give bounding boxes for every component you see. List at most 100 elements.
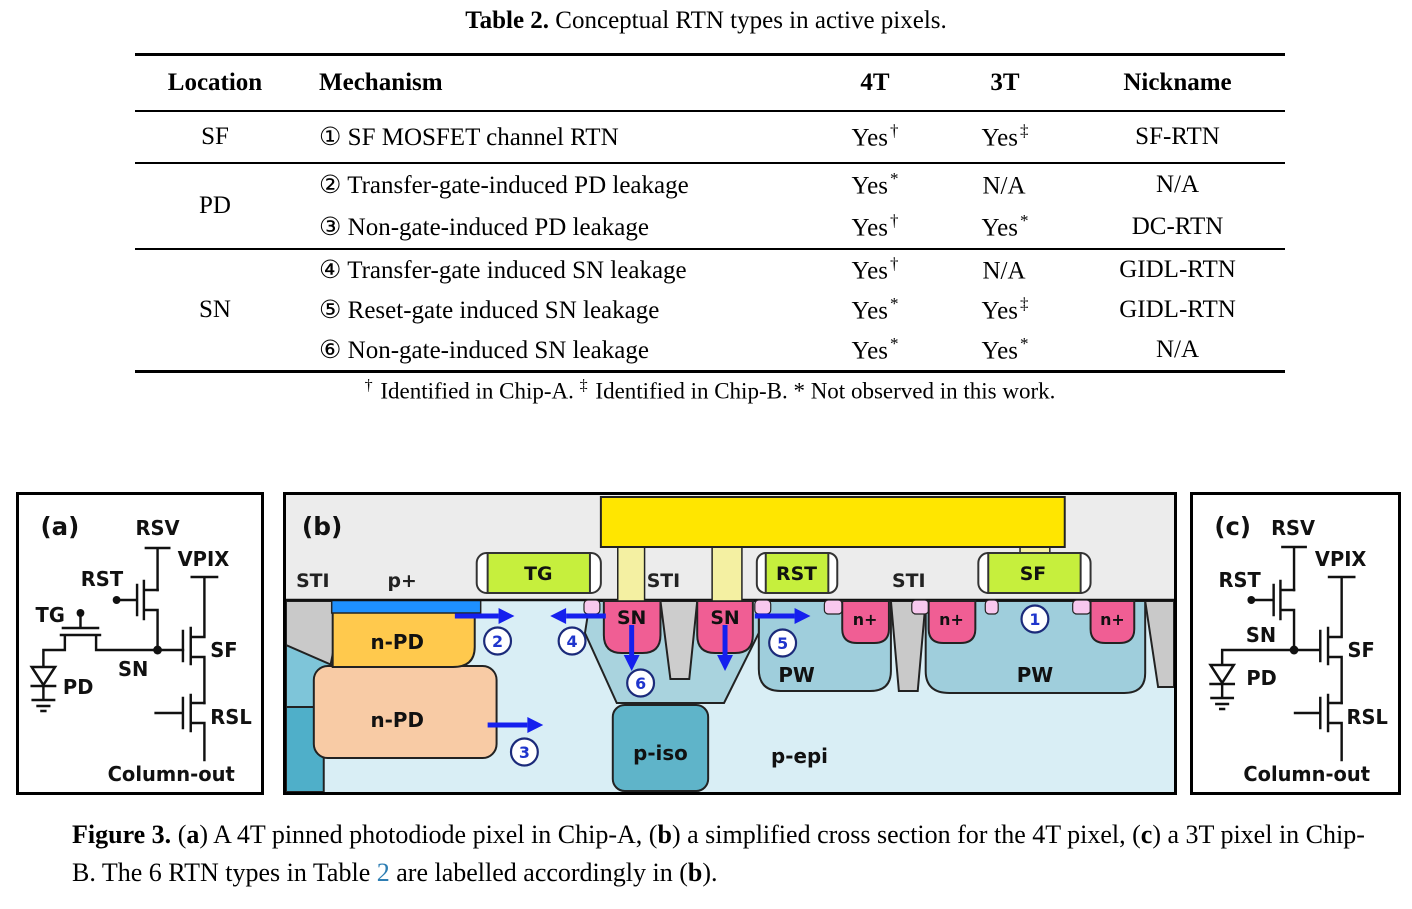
metal-wire: [599, 496, 1066, 548]
nickname-cell: GIDL-RTN: [1119, 296, 1236, 323]
nickname-cell: N/A: [1155, 171, 1200, 198]
panel-c-tag: (c): [1214, 512, 1251, 541]
rtn-badge-1: 1: [1029, 610, 1040, 629]
contact-via-sn2: [711, 546, 743, 602]
header-4t: 4T: [810, 54, 940, 112]
rst-node-dot: [112, 596, 121, 604]
pw-label-right: PW: [1017, 664, 1053, 687]
mechanism-cell: ④ Transfer-gate induced SN leakage: [319, 257, 687, 284]
header-3t: 3T: [940, 54, 1070, 112]
table-title-label: Table 2.: [465, 7, 550, 34]
sti-label-right: STI: [892, 570, 925, 592]
sti-label-left: STI: [296, 570, 329, 592]
group-pd: PD ② Transfer-gate-induced PD leakage Ye…: [135, 163, 1285, 249]
rtn-badge-6: 6: [635, 674, 646, 693]
table-header: Location Mechanism 4T 3T Nickname: [135, 54, 1285, 112]
sn-node-dot: [153, 645, 162, 655]
table-row: SN ④ Transfer-gate induced SN leakage Ye…: [135, 249, 1285, 323]
vpix-label: VPIX: [178, 548, 230, 571]
rtn-badge-5: 5: [777, 634, 788, 653]
n-plus-diffusion-2: [927, 600, 977, 644]
location-cell: PD: [199, 192, 231, 219]
cell-3t: Yes‡: [981, 121, 1029, 152]
cell-4t: Yes*: [851, 294, 899, 325]
location-cell: SF: [201, 123, 229, 150]
rst-label: RST: [1219, 569, 1262, 592]
sf-label: SF: [210, 639, 237, 662]
rtn-table-container: Location Mechanism 4T 3T Nickname SF ① S…: [135, 53, 1285, 373]
tg-node-dot: [76, 609, 85, 617]
panel-c-schematic: (c) RSV VPIX RST SN SF PD RSL Column-out: [1208, 512, 1389, 786]
n-pd-label-deep: n-PD: [371, 709, 424, 732]
rst-gate: RST: [755, 552, 839, 594]
pd-label: PD: [63, 676, 93, 699]
panel-a-schematic: (a) RSV VPIX RST TG SN SF PD RSL Column-…: [29, 512, 252, 786]
ldd-implants: [583, 599, 1092, 615]
p-plus-pinning-layer: [330, 599, 482, 614]
sf-gate-label: SF: [1020, 563, 1046, 585]
figure-caption: Figure 3. (a) A 4T pinned photodiode pix…: [72, 820, 1365, 887]
n-plus-diffusion-1: [841, 600, 890, 644]
n-pd-label-top: n-PD: [371, 631, 424, 654]
nickname-cell: SF-RTN: [1135, 123, 1220, 150]
n-plus-label-3: n+: [1100, 610, 1125, 629]
group-sn: SN ④ Transfer-gate induced SN leakage Ye…: [135, 249, 1285, 372]
photodiode-icon: [29, 665, 58, 688]
group-sf: SF ① SF MOSFET channel RTN Yes† Yes‡ SF-…: [135, 111, 1285, 163]
tg-gate-label: TG: [524, 563, 552, 585]
sti-label-mid: STI: [647, 570, 680, 592]
table-footnote: † Identified in Chip-A. ‡ Identified in …: [364, 377, 1056, 404]
table-row: SF ① SF MOSFET channel RTN Yes† Yes‡ SF-…: [135, 111, 1285, 163]
circuit-wires: [31, 546, 219, 762]
cell-3t: Yes*: [981, 334, 1029, 365]
rtn-badge-4: 4: [567, 632, 578, 651]
table-row: ⑤ Reset-gate induced SN leakage Yes* Yes…: [135, 290, 1285, 330]
rst-node-dot: [1247, 596, 1256, 604]
cell-4t: Yes†: [851, 211, 899, 242]
sf-label: SF: [1347, 639, 1374, 662]
cell-3t: N/A: [982, 257, 1026, 285]
cell-3t: Yes‡: [981, 294, 1029, 325]
rsv-label: RSV: [135, 517, 180, 540]
n-plus-diffusion-3: [1089, 600, 1136, 644]
sn-label: SN: [1246, 624, 1276, 647]
sn-label-2: SN: [710, 607, 739, 629]
table-header-row: Location Mechanism 4T 3T Nickname: [135, 54, 1285, 112]
column-out-label: Column-out: [108, 763, 235, 786]
rst-gate-label: RST: [776, 563, 817, 585]
caption-figure-number: Figure 3.: [72, 820, 178, 849]
sn-node-dot: [1289, 645, 1299, 655]
figure-panel-a: (a) RSV VPIX RST TG SN SF PD RSL Column-…: [16, 492, 264, 795]
rtn-type-badges: 1 2 3 4 5 6: [483, 604, 1050, 767]
header-mechanism: Mechanism: [295, 54, 810, 112]
rsv-label: RSV: [1271, 517, 1316, 540]
rsl-label: RSL: [1347, 706, 1389, 729]
figure-panel-c: (c) RSV VPIX RST SN SF PD RSL Column-out: [1190, 492, 1401, 795]
mechanism-cell: ③ Non-gate-induced PD leakage: [319, 214, 649, 241]
sn-label-1: SN: [617, 607, 646, 629]
n-plus-label-1: n+: [853, 610, 878, 629]
cell-3t: Yes*: [981, 211, 1029, 242]
cell-4t: Yes*: [851, 169, 899, 200]
p-plus-label: p+: [388, 570, 417, 592]
rst-label: RST: [81, 568, 124, 591]
sn-label: SN: [118, 658, 148, 681]
nickname-cell: GIDL-RTN: [1119, 256, 1236, 283]
n-pd-region: [331, 606, 476, 668]
column-out-label: Column-out: [1243, 763, 1370, 786]
circuit-wires: [1210, 545, 1356, 762]
cell-4t: Yes†: [851, 121, 899, 152]
p-iso-label: p-iso: [633, 742, 688, 765]
photodiode-icon: [1208, 663, 1237, 686]
n-plus-label-2: n+: [939, 610, 964, 629]
table-title-text: Conceptual RTN types in active pixels.: [549, 7, 947, 34]
p-epi-label: p-epi: [771, 745, 828, 768]
cross-section: TG RST SF (b) STI p+ STI STI SN SN n+ n+…: [286, 495, 1174, 792]
mechanism-cell: ② Transfer-gate-induced PD leakage: [319, 172, 689, 199]
rtn-table: Location Mechanism 4T 3T Nickname SF ① S…: [135, 53, 1285, 373]
table-row: ③ Non-gate-induced PD leakage Yes† Yes* …: [135, 206, 1285, 249]
contact-via-sn1: [617, 546, 646, 602]
table-2-link[interactable]: 2: [376, 857, 390, 887]
header-location: Location: [135, 54, 295, 112]
cell-3t: N/A: [982, 172, 1026, 200]
